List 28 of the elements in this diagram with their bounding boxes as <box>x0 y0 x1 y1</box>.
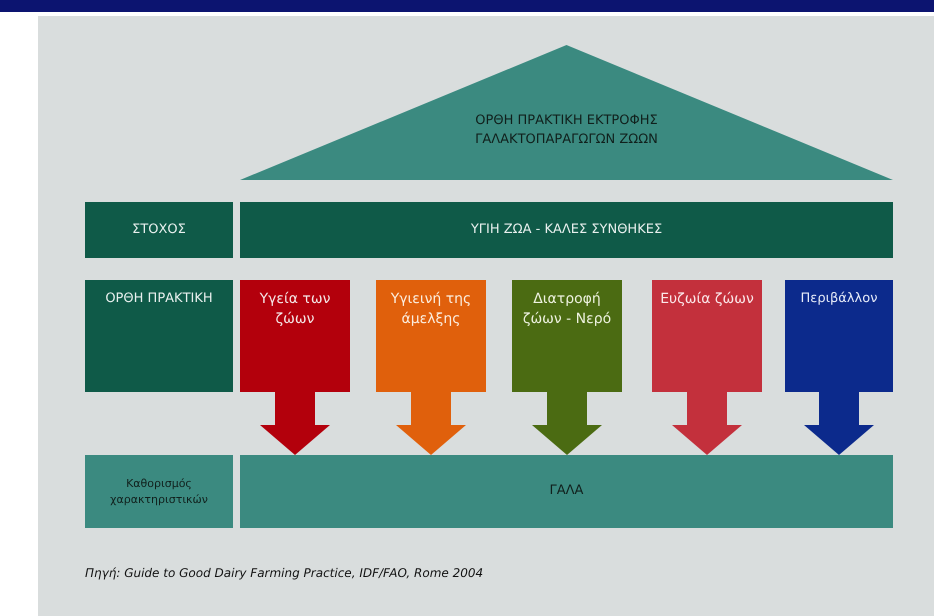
block-arrow <box>260 392 330 455</box>
block-arrow <box>672 392 742 455</box>
pillar-box <box>376 280 486 392</box>
pillar-box <box>240 280 350 392</box>
pillar-box <box>652 280 762 392</box>
pillar-box <box>512 280 622 392</box>
box-text: ΟΡΘΗ ΠΡΑΚΤΙΚΗ <box>105 290 213 308</box>
box-text: Διατροφή ζώων - Νερό <box>522 290 612 329</box>
roof-triangle <box>240 45 893 180</box>
box-text: Υγιεινή της άμελξης <box>390 290 472 329</box>
block-arrow <box>532 392 602 455</box>
pillar-box <box>785 280 893 392</box>
label-box <box>85 455 233 528</box>
box-text: Περιβάλλον <box>800 290 878 308</box>
box-text: Υγεία των ζώων <box>258 290 332 329</box>
box-text: ΟΡΘΗ ΠΡΑΚΤΙΚΗ ΕΚΤΡΟΦΗΣ ΓΑΛΑΚΤΟΠΑΡΑΓΩΓΩΝ ΖΩΩΝ <box>474 112 659 148</box>
base-bar <box>240 455 893 528</box>
goal-bar <box>240 202 893 258</box>
box-text: Καθορισμός χαρακτηριστικών <box>109 476 209 507</box>
label-box <box>85 280 233 392</box>
box-text: ΣΤΟΧΟΣ <box>132 220 186 239</box>
block-arrow <box>396 392 466 455</box>
box-text: Ευζωία ζώων <box>660 290 754 309</box>
box-text: ΥΓΙΗ ΖΩΑ - ΚΑΛΕΣ ΣΥΝΘΗΚΕΣ <box>470 220 662 239</box>
label-box <box>85 202 233 258</box>
block-arrow <box>804 392 874 455</box>
source-note: Πηγή: Guide to Good Dairy Farming Practice, IDF/FAO, Rome 2004 <box>85 566 484 580</box>
box-text: ΓΑΛΑ <box>550 482 584 500</box>
